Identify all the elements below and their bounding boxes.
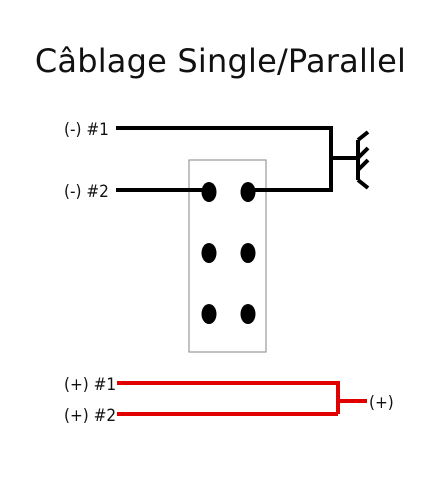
wire-neg1: [116, 126, 333, 158]
positive-wires: [117, 381, 367, 416]
terminal-mid-left: [201, 243, 217, 263]
label-neg2: (-) #2: [64, 182, 109, 202]
diagram-title: Câblage Single/Parallel: [34, 42, 407, 80]
wire-pos1: [117, 381, 340, 414]
wire-switch-to-ground: [248, 158, 333, 192]
terminal-bottom-right: [240, 304, 256, 324]
label-pos-common: (+): [369, 393, 394, 413]
ground-icon: [356, 130, 370, 190]
label-pos2: (+) #2: [64, 406, 116, 426]
label-neg1: (-) #1: [64, 120, 109, 140]
terminal-bottom-left: [201, 304, 217, 324]
label-pos1: (+) #1: [64, 375, 116, 395]
switch-terminals: [201, 182, 256, 324]
negative-wires: [116, 126, 358, 192]
terminal-mid-right: [240, 243, 256, 263]
